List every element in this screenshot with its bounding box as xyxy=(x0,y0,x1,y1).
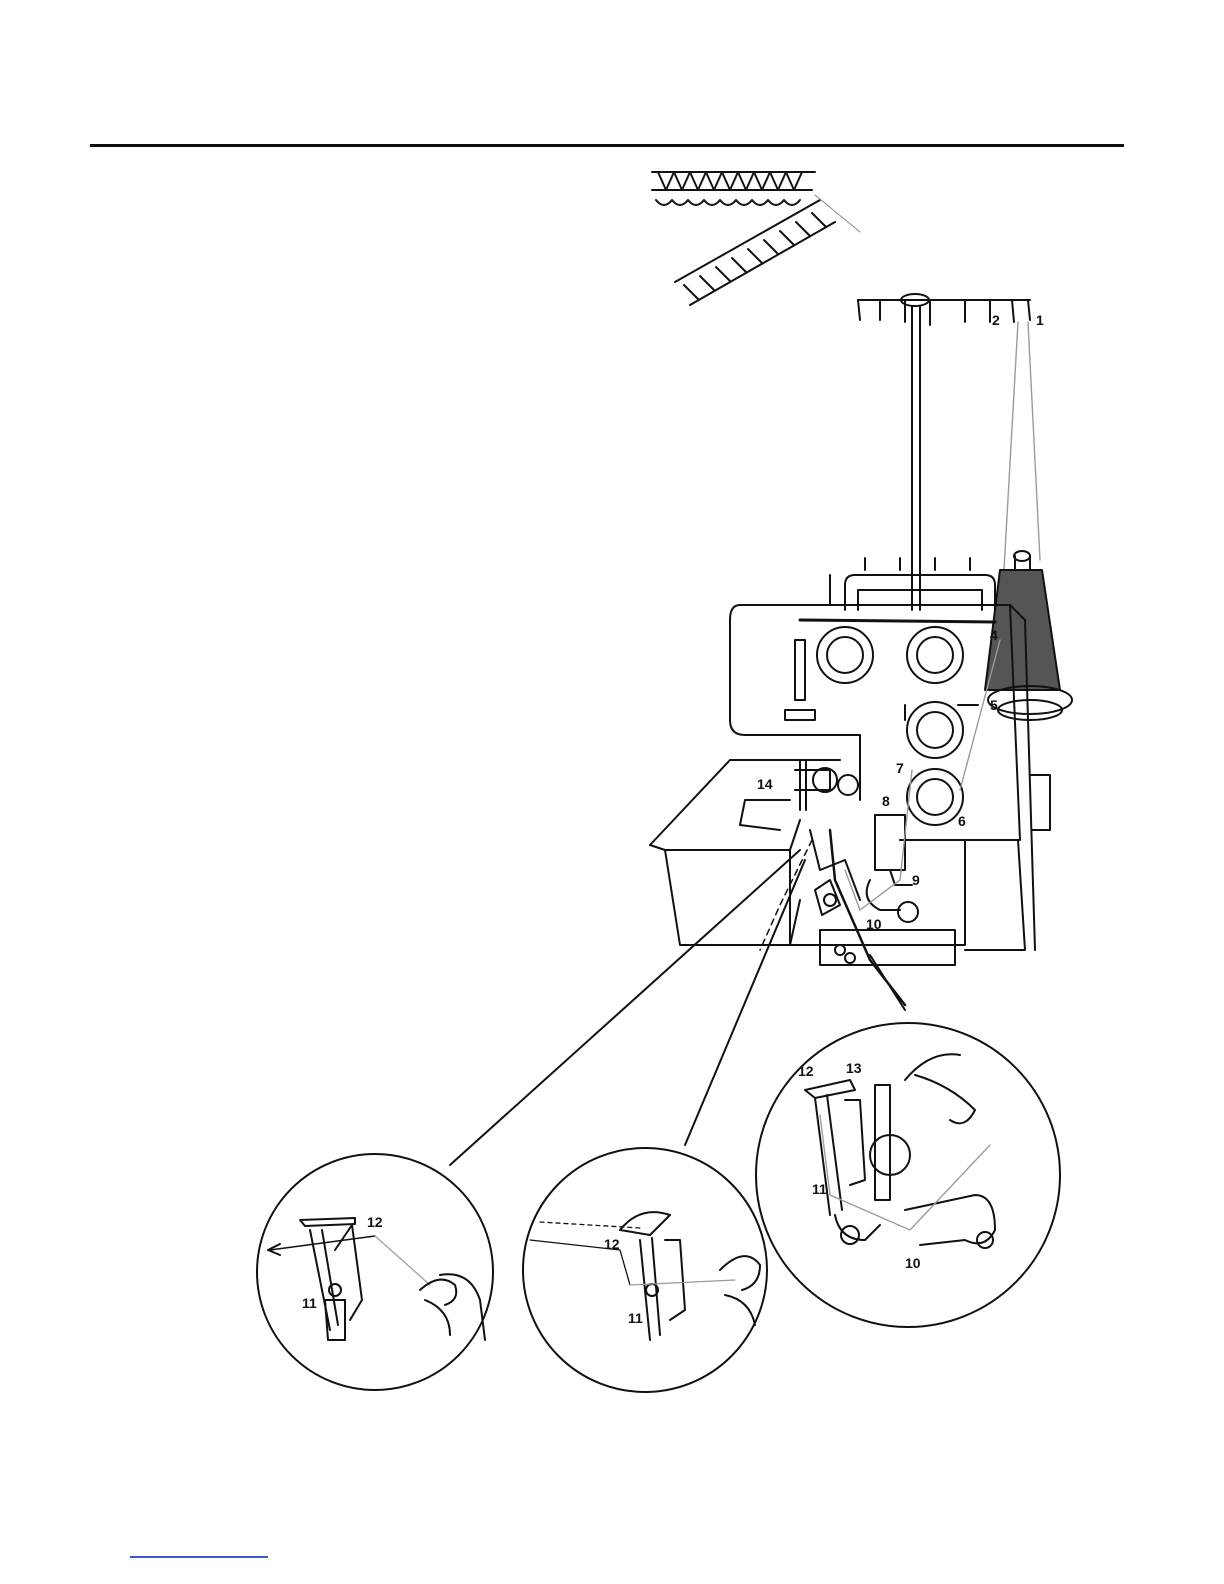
overlock-machine-icon xyxy=(650,558,1050,1005)
callout-6: 6 xyxy=(958,813,966,829)
detail1-callout-12: 12 xyxy=(367,1214,383,1230)
detail3-callout-13: 13 xyxy=(846,1060,862,1076)
detail1-callout-11: 11 xyxy=(302,1295,317,1311)
callout-9: 9 xyxy=(912,872,920,888)
callout-8: 8 xyxy=(882,793,890,809)
detail2-callout-12: 12 xyxy=(604,1236,620,1252)
thread-cone-icon xyxy=(985,551,1072,720)
detail-circle-lower-looper-step2 xyxy=(523,1148,767,1392)
stitch-sample-icon xyxy=(652,172,860,305)
detail3-callout-11: 11 xyxy=(812,1181,827,1197)
detail3-callout-12: 12 xyxy=(798,1063,814,1079)
callout-labels: 1 2 4 5 6 7 8 9 10 14 12 11 12 11 12 13 … xyxy=(302,312,1044,1326)
callout-7: 7 xyxy=(896,760,904,776)
detail2-callout-11: 11 xyxy=(628,1310,643,1326)
callout-2: 2 xyxy=(992,312,1000,328)
callout-14: 14 xyxy=(757,776,773,792)
callout-1: 1 xyxy=(1036,312,1044,328)
callout-10: 10 xyxy=(866,916,882,932)
detail3-callout-10: 10 xyxy=(905,1255,921,1271)
callout-4: 4 xyxy=(990,627,998,643)
callout-5: 5 xyxy=(990,697,998,713)
detail-circle-lower-looper-step1 xyxy=(257,1154,493,1390)
footer-link-underline xyxy=(130,1556,268,1558)
